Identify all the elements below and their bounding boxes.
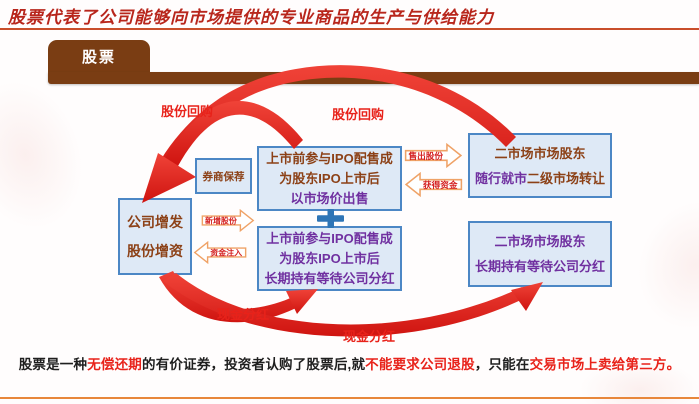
receive-funds-arrow-icon: 获得资金: [404, 172, 463, 197]
receive-funds-label: 获得资金: [423, 179, 458, 190]
dividend-arrowhead-left: [286, 289, 318, 314]
watermark: [0, 66, 101, 244]
capital-injection-label: 资金注入: [210, 248, 242, 258]
secondary-sell-line1: 二市场市场股东: [494, 145, 586, 161]
footer-seg-5: ，只能在: [474, 357, 530, 372]
ipo-hold-line2: 为股东IPO上市后: [279, 250, 380, 266]
footer-seg-1: 股票是一种: [18, 357, 88, 372]
company-issue-line1: 公司增发: [127, 213, 183, 230]
section-tab: 股票: [48, 40, 150, 73]
secondary-hold-line1: 二市场市场股东: [494, 234, 586, 249]
company-issue-box: 公司增发 股份增资: [118, 198, 192, 275]
ipo-sell-box: 上市前参与IPO配售成 为股东IPO上市后 以市场价出售: [257, 146, 402, 211]
new-shares-label: 新增股份: [205, 216, 237, 226]
new-shares-arrow-icon: 新增股份: [201, 209, 255, 232]
secondary-market-sell-box: 二市场市场股东 随行就市二级市场转让: [468, 133, 612, 198]
ipo-sell-line1: 上市前参与IPO配售成: [266, 150, 393, 166]
label-cash-dividend-right: 现金分红: [343, 329, 396, 344]
label-share-buyback-left: 股份回购: [161, 104, 214, 119]
company-issue-line2: 股份增资: [127, 242, 183, 259]
broker-sponsor-box: 券商保荐: [195, 158, 252, 194]
title-divider: [0, 28, 699, 30]
footer-seg-4: 不能要求公司退股: [365, 357, 475, 372]
section-tab-bar: [48, 72, 699, 84]
footer-seg-2: 无偿还期: [87, 357, 143, 372]
secondary-sell-line2b: 二级市场转让: [527, 170, 606, 186]
sell-shares-arrow-icon: 售出股份: [404, 143, 463, 168]
buyback-arrowhead: [142, 153, 196, 203]
secondary-sell-line2: 随行就市二级市场转让: [475, 166, 605, 191]
label-cash-dividend-left: 现金分红: [217, 307, 270, 322]
label-share-buyback-right: 股份回购: [332, 107, 385, 122]
broker-sponsor-label: 券商保荐: [202, 170, 245, 183]
page-title: 股票代表了公司能够向市场提供的专业商品的生产与供给能力: [8, 8, 494, 27]
secondary-sell-line2a: 随行就市: [474, 170, 527, 186]
secondary-market-hold-box: 二市场市场股东 长期持有等待公司分红: [468, 221, 612, 287]
ipo-sell-line2: 为股东IPO上市后: [279, 170, 380, 186]
footer-seg-6: 交易市场上卖给第三方。: [529, 357, 681, 372]
watermark: [619, 184, 699, 346]
footer-divider: [0, 397, 699, 399]
sell-shares-label: 售出股份: [408, 150, 444, 161]
secondary-hold-line2: 长期持有等待公司分红: [474, 259, 605, 274]
ipo-hold-line1: 上市前参与IPO配售成: [266, 230, 393, 246]
ipo-hold-box: 上市前参与IPO配售成 为股东IPO上市后 长期持有等待公司分红: [257, 226, 402, 291]
footer-note: 股票是一种无偿还期的有价证券，投资者认购了股票后,就不能要求公司退股，只能在交易…: [0, 353, 699, 373]
capital-injection-arrow-icon: 资金注入: [193, 241, 247, 264]
plus-icon: [317, 209, 344, 228]
ipo-sell-line3: 以市场价出售: [290, 190, 369, 206]
footer-seg-3: 的有价证券，投资者认购了股票后,就: [142, 357, 366, 372]
ipo-hold-line3: 长期持有等待公司分红: [264, 270, 395, 286]
section-tab-label: 股票: [81, 49, 116, 66]
